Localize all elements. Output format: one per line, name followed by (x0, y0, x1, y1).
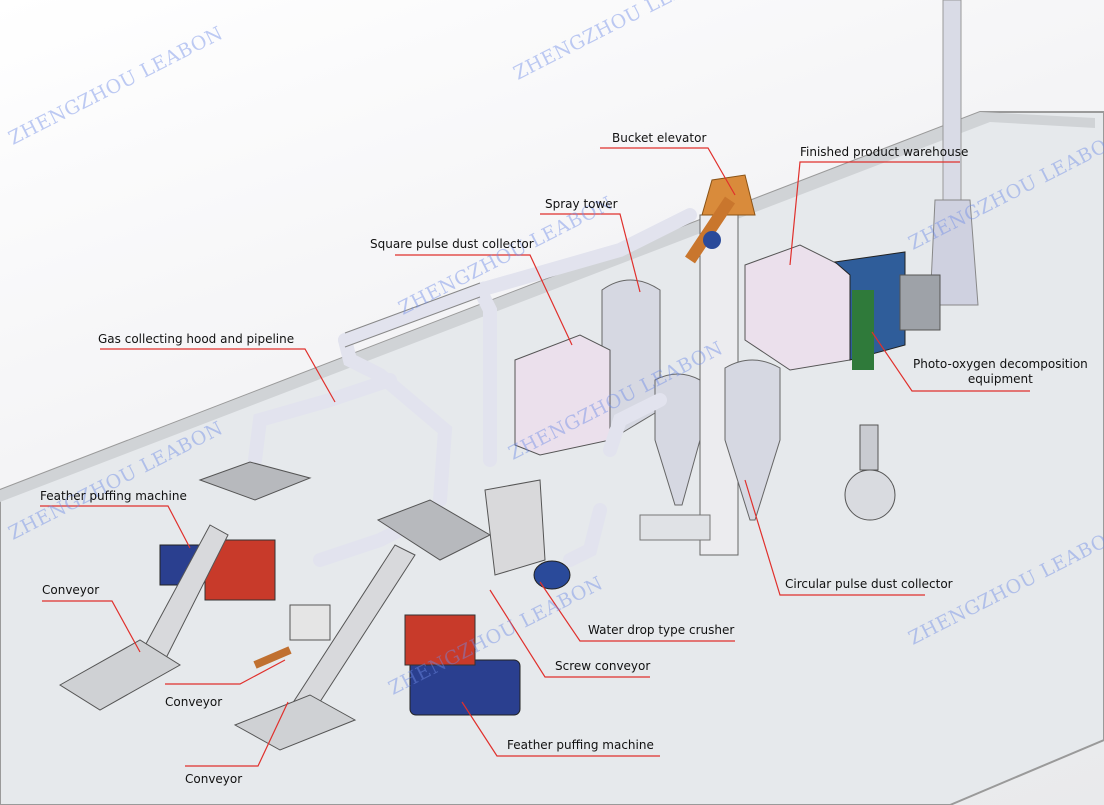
leader-conveyor-bottom (185, 701, 289, 767)
leader-puffing-bottom (461, 701, 660, 757)
crusher-motor (533, 560, 571, 590)
leader-screw-conveyor (489, 589, 650, 678)
small-conveyor (253, 646, 292, 669)
hopper-middle (233, 694, 357, 751)
leader-conveyor-left (42, 600, 141, 653)
bucket-elevator-head (701, 174, 756, 216)
label-photo-oxygen-line2: equipment (967, 372, 1033, 386)
cyclone-base (639, 514, 711, 541)
collecting-hood-left (198, 461, 312, 501)
hopper-left (59, 639, 181, 711)
photo-oxygen-door (899, 274, 941, 331)
leader-gas-hood (100, 348, 336, 403)
exhaust-fan-housing (929, 199, 979, 306)
label-gas-collecting-hood: Gas collecting hood and pipeline (98, 332, 295, 346)
leader-puffing-top (40, 505, 191, 549)
label-bucket-elevator: Bucket elevator (612, 131, 707, 145)
gas-pipeline (248, 208, 697, 567)
label-feather-puffing-machine-top: Feather puffing machine (40, 489, 187, 503)
chimney (942, 0, 962, 201)
label-finished-product-warehouse: Finished product warehouse (800, 145, 969, 159)
leader-photo-oxygen (871, 331, 1030, 392)
leader-warehouse (789, 161, 960, 266)
leader-spray-tower (540, 213, 641, 293)
label-square-pulse-dust-collector: Square pulse dust collector (370, 237, 534, 251)
circular-pulse-collector (724, 359, 781, 521)
leader-bucket-elevator (600, 147, 736, 196)
label-circular-pulse-dust-collector: Circular pulse dust collector (785, 577, 953, 591)
label-photo-oxygen-line1: Photo-oxygen decomposition (913, 357, 1088, 371)
exhaust-fan (844, 469, 896, 521)
label-conveyor-middle: Conveyor (165, 695, 223, 709)
screw-conveyor (289, 604, 331, 641)
water-drop-crusher (484, 479, 546, 576)
label-screw-conveyor: Screw conveyor (555, 659, 651, 673)
leader-circular-collector (744, 479, 925, 596)
label-conveyor-bottom: Conveyor (185, 772, 243, 786)
leader-crusher (539, 581, 735, 642)
label-spray-tower: Spray tower (545, 197, 618, 211)
elevator-chute (685, 196, 735, 264)
label-water-drop-crusher: Water drop type crusher (588, 623, 735, 637)
photo-oxygen-panel (852, 290, 874, 370)
label-conveyor-left: Conveyor (42, 583, 100, 597)
label-photo-oxygen: Photo-oxygen decomposition equipment (913, 357, 1088, 387)
leader-conveyor-middle (165, 659, 286, 685)
leader-square-collector (395, 254, 573, 346)
puffing-machine-body-bottom (404, 614, 476, 666)
cyclone (654, 373, 701, 506)
leader-lines (40, 147, 1030, 767)
label-feather-puffing-machine-bottom: Feather puffing machine (507, 738, 654, 752)
